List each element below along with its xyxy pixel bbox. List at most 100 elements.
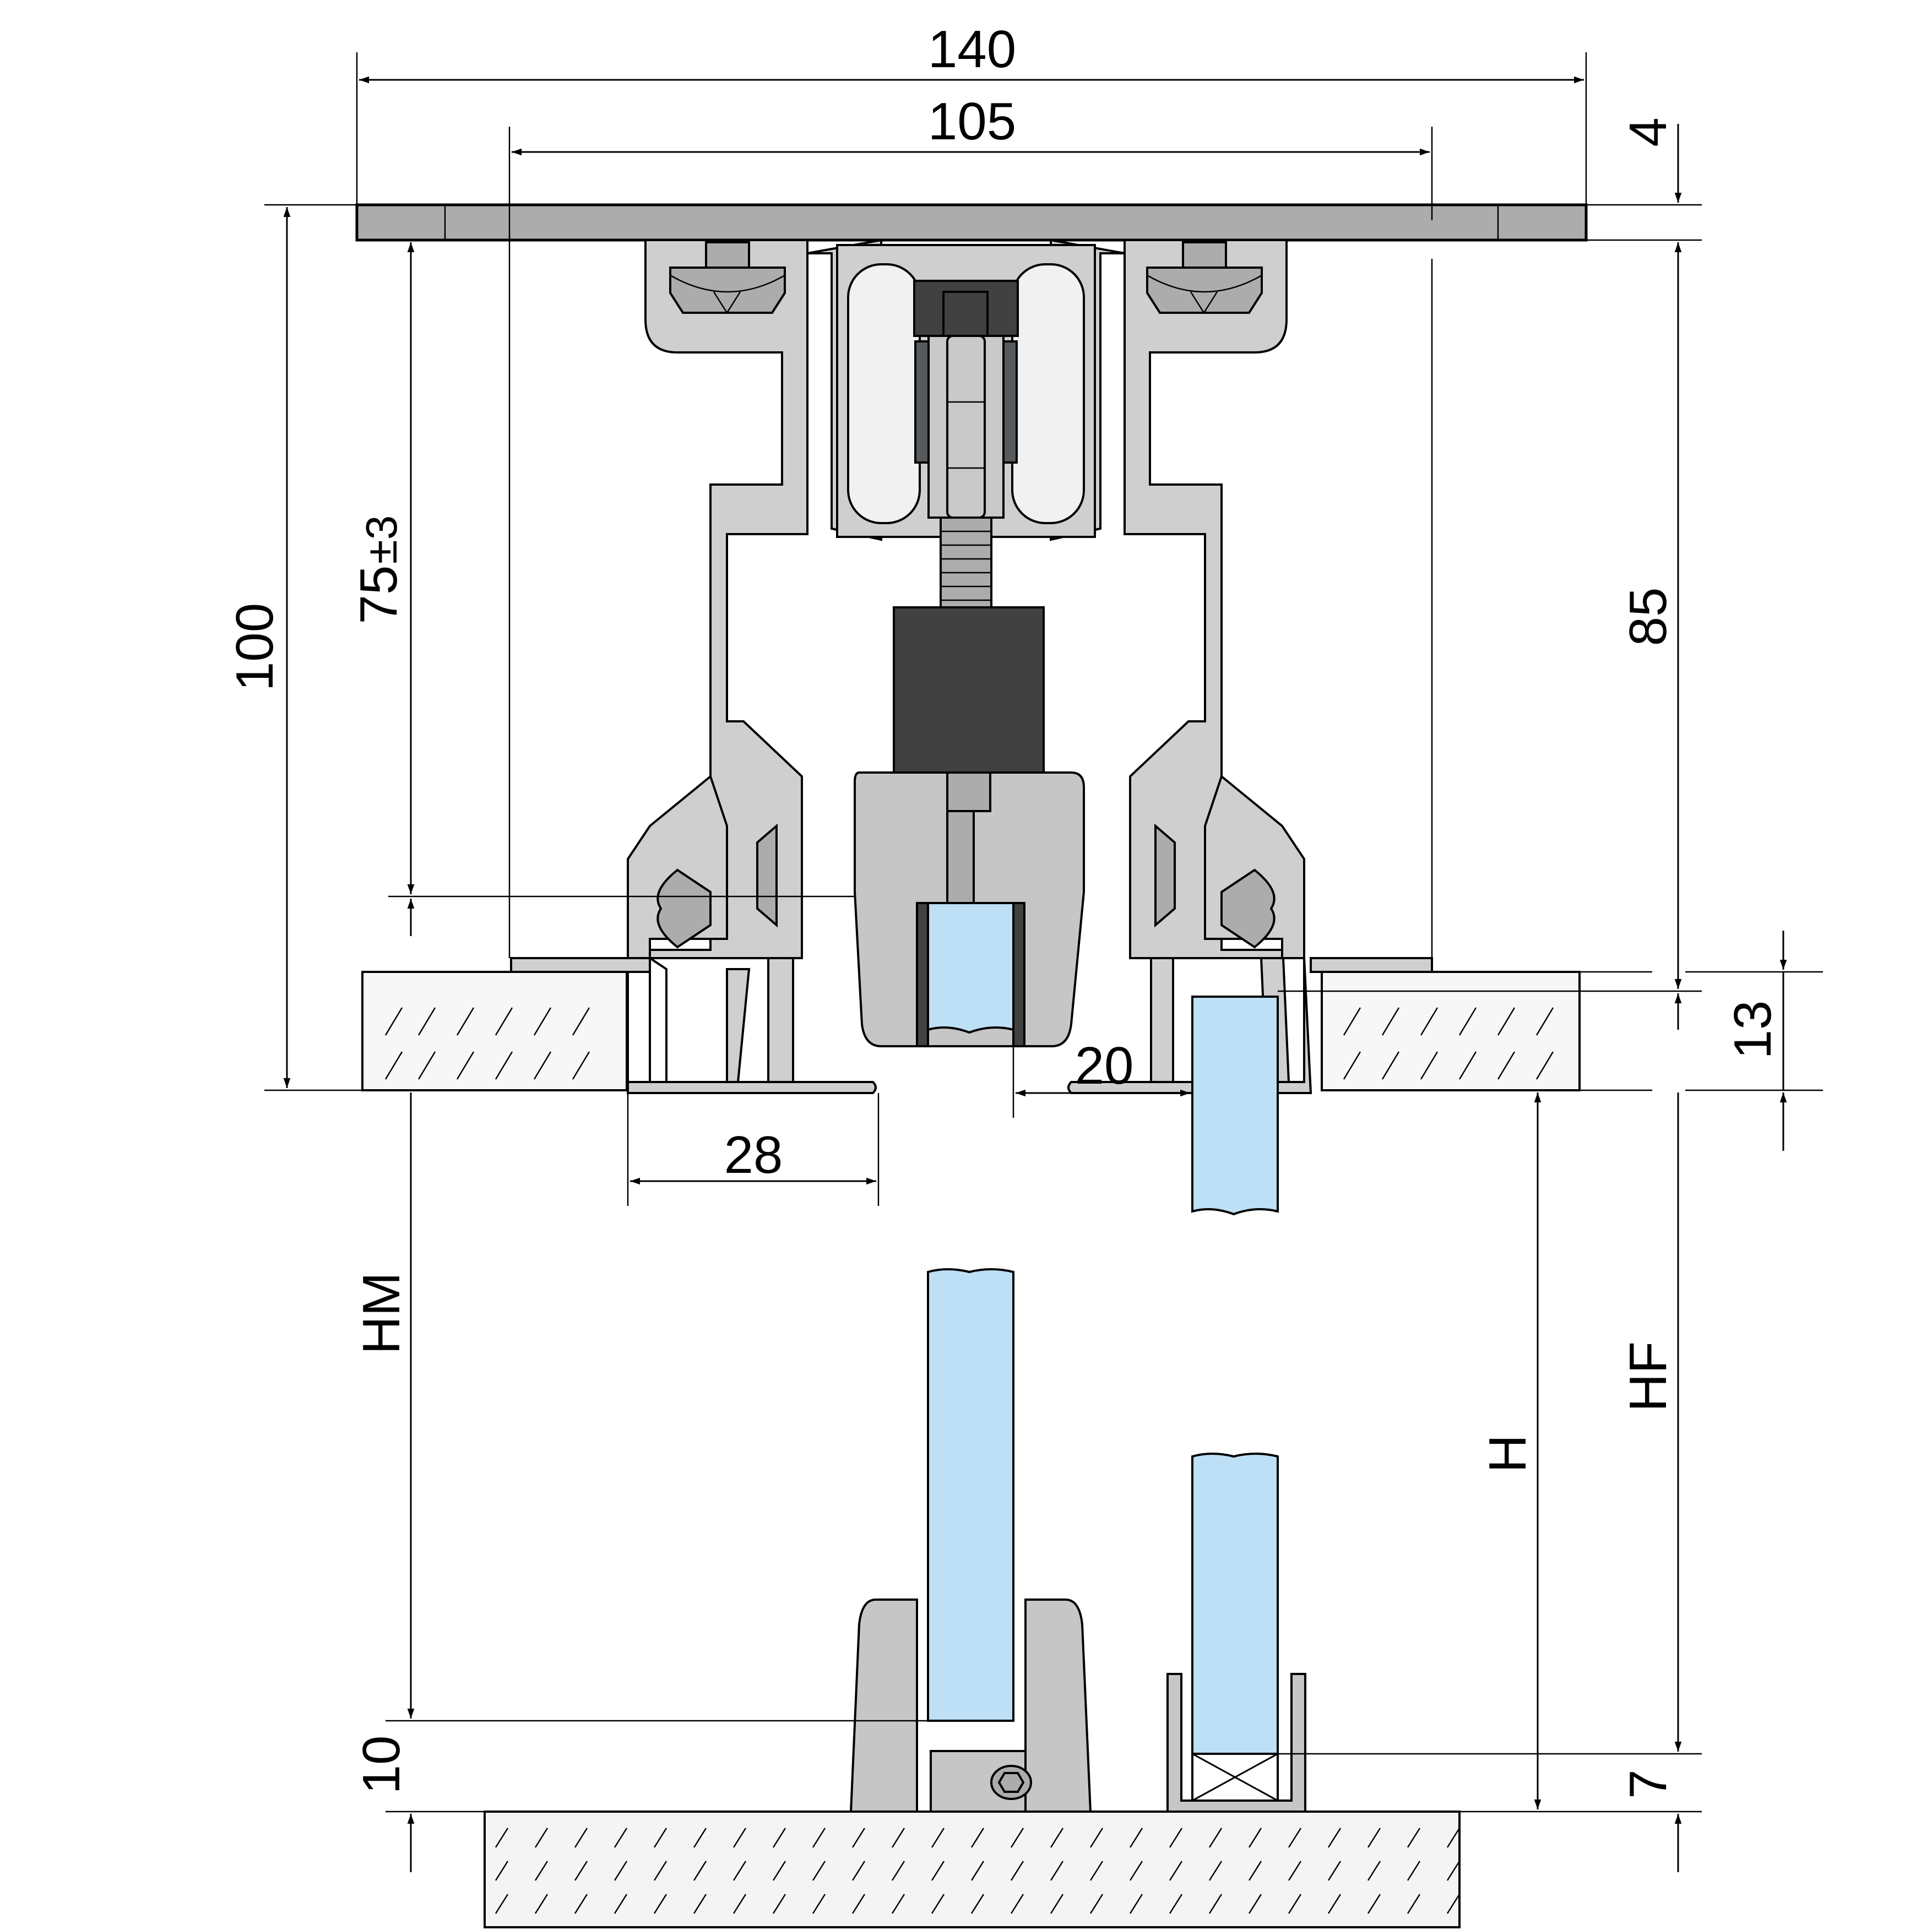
- roller-carriage: [847, 263, 1085, 524]
- dim-105-label: 105: [928, 92, 1016, 151]
- dim-75-label: 75: [349, 566, 408, 624]
- hatch-line: [1446, 1861, 1461, 1881]
- hatch-line: [851, 1861, 866, 1881]
- hatch-line: [1089, 1894, 1104, 1914]
- dim-hm-label: HM: [352, 1272, 411, 1354]
- hatch-line: [1208, 1894, 1223, 1914]
- hatch-line: [1129, 1861, 1143, 1881]
- hatch-line: [1407, 1894, 1421, 1914]
- adjustment-block: [893, 606, 1045, 774]
- hatch-line: [1367, 1828, 1381, 1848]
- ceiling-slab-right: [1321, 971, 1581, 1091]
- hatch-line: [1248, 1861, 1262, 1881]
- hatch-line: [653, 1861, 667, 1881]
- hatch-line: [1407, 1861, 1421, 1881]
- hatch-line: [732, 1861, 747, 1881]
- hatch-line: [1288, 1861, 1302, 1881]
- hatch-line: [970, 1828, 985, 1848]
- hatch-line: [495, 1861, 509, 1881]
- hatch-line: [1288, 1828, 1302, 1848]
- hatch-line: [1129, 1828, 1143, 1848]
- left-track-flange: [510, 957, 651, 973]
- dim-10-label: 10: [352, 1736, 411, 1795]
- hatch-line: [1446, 1894, 1461, 1914]
- hatch-line: [1089, 1828, 1104, 1848]
- left-mounting-bolt: [669, 241, 786, 314]
- hatch-line: [931, 1861, 945, 1881]
- hatch-line: [772, 1894, 786, 1914]
- hatch-line: [1050, 1861, 1064, 1881]
- dim-85-label: 85: [1619, 588, 1678, 646]
- hatch-line: [534, 1828, 549, 1848]
- hatch-line: [693, 1828, 707, 1848]
- hatch-line: [534, 1861, 549, 1881]
- hatch-line: [1248, 1894, 1262, 1914]
- hatch-line: [495, 1828, 509, 1848]
- hatch-line: [1010, 1894, 1024, 1914]
- hatch-line: [1327, 1894, 1342, 1914]
- hatch-line: [1208, 1828, 1223, 1848]
- hatch-line: [1169, 1894, 1183, 1914]
- hatch-line: [1248, 1828, 1262, 1848]
- right-mounting-bolt: [1146, 241, 1263, 314]
- extension-lines: [264, 52, 1823, 1813]
- hatch-line: [1327, 1861, 1342, 1881]
- hatch-line: [614, 1894, 628, 1914]
- hatch-line: [1367, 1861, 1381, 1881]
- hatch-line: [931, 1828, 945, 1848]
- hatch-line: [653, 1894, 667, 1914]
- hatch-line: [732, 1894, 747, 1914]
- fixed-glass-panel: [1191, 996, 1279, 1755]
- hatch-line: [970, 1894, 985, 1914]
- hatch-line: [614, 1861, 628, 1881]
- hatch-line: [495, 1894, 509, 1914]
- hatch-line: [970, 1861, 985, 1881]
- hatch-line: [614, 1828, 628, 1848]
- dim-hf-label: HF: [1619, 1341, 1678, 1412]
- moving-glass-panel: [927, 902, 1014, 1722]
- dim-75-label-group: 75 ±3: [349, 515, 408, 624]
- dim-140-label: 140: [928, 20, 1016, 79]
- right-track-flange: [1310, 957, 1433, 973]
- dim-20-label: 20: [1075, 1036, 1134, 1095]
- threaded-rod: [940, 517, 992, 612]
- hatch-line: [1169, 1828, 1183, 1848]
- dim-75-tolerance: ±3: [357, 515, 406, 564]
- hatch-line: [772, 1828, 786, 1848]
- hatch-line: [693, 1861, 707, 1881]
- dim-7-label: 7: [1619, 1769, 1678, 1798]
- dim-h-label: H: [1478, 1434, 1537, 1472]
- hatch-line: [1367, 1894, 1381, 1914]
- u-channel: [1166, 1673, 1306, 1813]
- hatch-line: [1129, 1894, 1143, 1914]
- hatch-line: [851, 1828, 866, 1848]
- hatch-line: [891, 1828, 905, 1848]
- hatch-line: [812, 1861, 826, 1881]
- hatch-line: [772, 1861, 786, 1881]
- hatch-line: [1446, 1828, 1461, 1848]
- hatch-line: [574, 1828, 588, 1848]
- hatch-line: [931, 1894, 945, 1914]
- dim-100-label: 100: [225, 603, 284, 691]
- hatch-line: [812, 1894, 826, 1914]
- hatch-line: [1327, 1828, 1342, 1848]
- hatch-line: [693, 1894, 707, 1914]
- hatch-line: [1089, 1861, 1104, 1881]
- hatch-line: [1010, 1828, 1024, 1848]
- hatch-line: [534, 1894, 549, 1914]
- ceiling-mount-plate: [355, 203, 1588, 242]
- dim-13-label: 13: [1723, 1001, 1782, 1059]
- hatch-line: [732, 1828, 747, 1848]
- floor-slab: [484, 1811, 1461, 1928]
- hatch-line: [574, 1894, 588, 1914]
- hatch-line: [1169, 1861, 1183, 1881]
- hatch-line: [1208, 1861, 1223, 1881]
- hatch-line: [1010, 1861, 1024, 1881]
- dim-28-label: 28: [724, 1126, 783, 1184]
- hatch-line: [851, 1894, 866, 1914]
- dimension-lines: [283, 76, 1787, 1872]
- ceiling-slab-left: [361, 971, 628, 1091]
- hatch-line: [812, 1828, 826, 1848]
- hatch-line: [1288, 1894, 1302, 1914]
